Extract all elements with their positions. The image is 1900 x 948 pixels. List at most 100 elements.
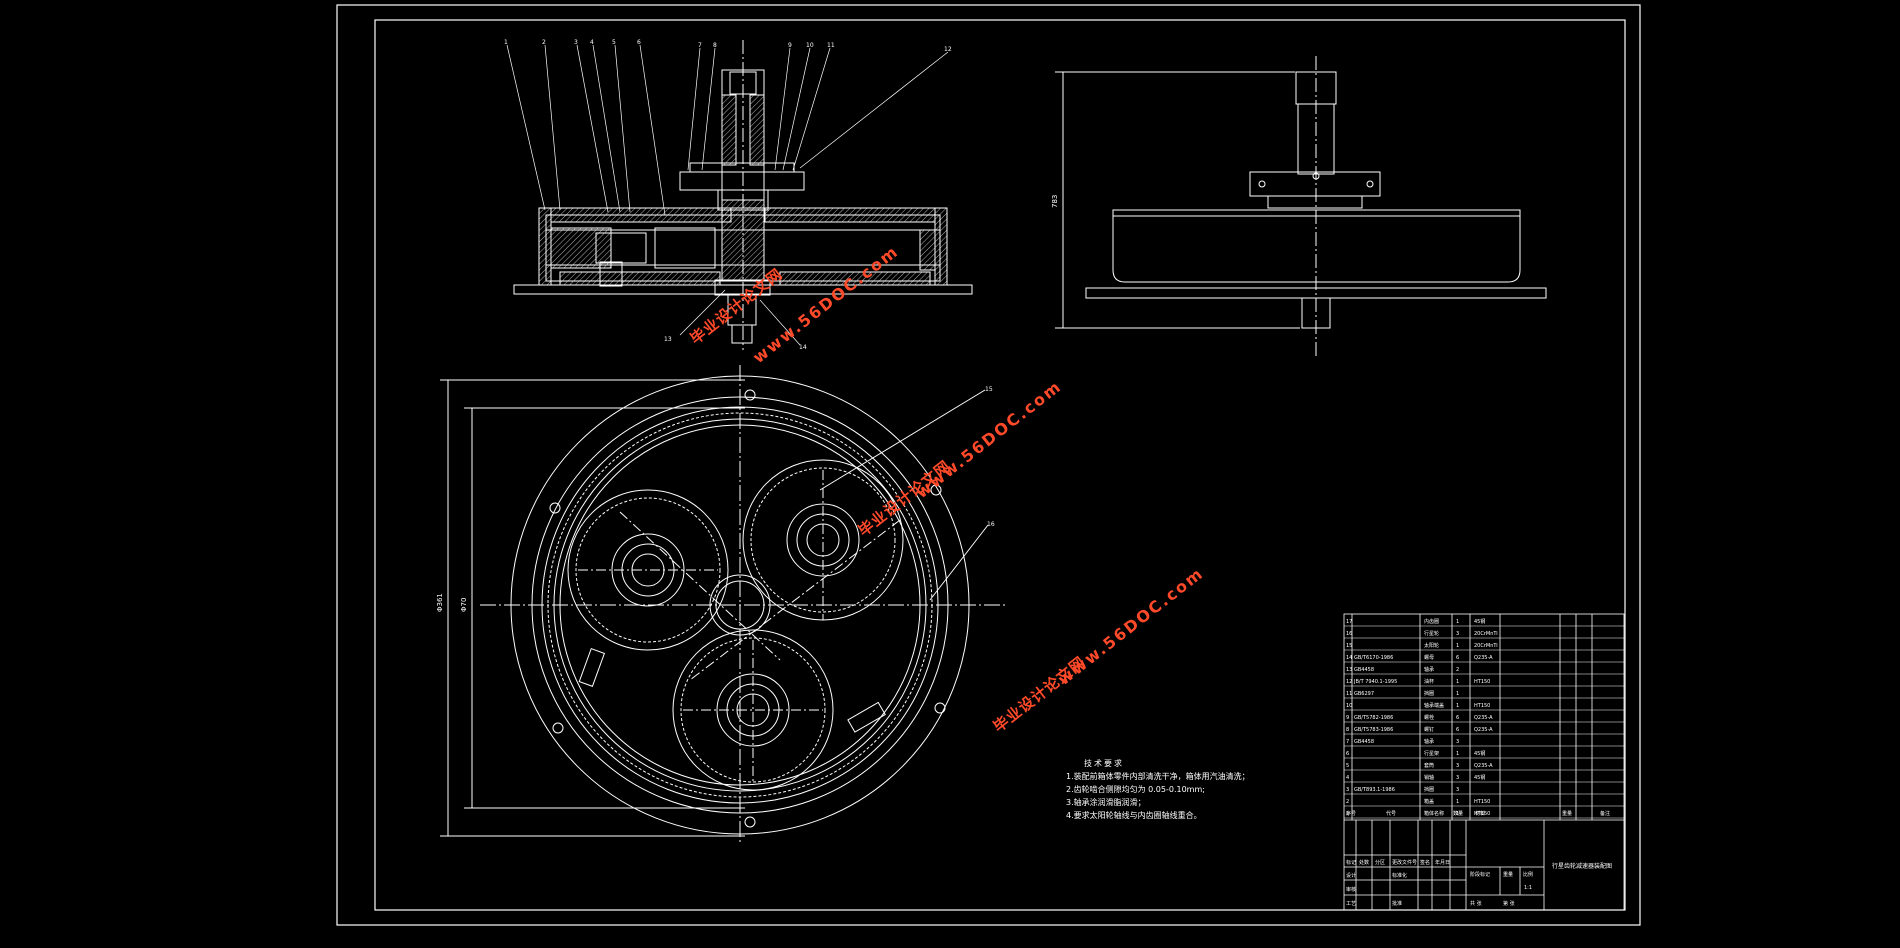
front-section-view xyxy=(513,40,973,350)
bom-table-grid xyxy=(1343,613,1625,911)
bom-cell-qty: 1 xyxy=(1456,703,1459,709)
bom-cell-qty: 3 xyxy=(1456,763,1459,769)
callout-8: 8 xyxy=(713,42,717,49)
bom-cell-name: 内齿圈 xyxy=(1424,618,1439,625)
bom-cell-code: GB4458 xyxy=(1354,739,1374,745)
bom-cell-no: 7 xyxy=(1346,739,1349,745)
bom-cell-no: 16 xyxy=(1346,631,1352,637)
tb-label-change: 更改文件号 xyxy=(1392,859,1417,866)
callout-leaders xyxy=(506,44,949,346)
bom-cell-name: 箱体 xyxy=(1424,810,1434,817)
bom-cell-name: 螺母 xyxy=(1424,654,1434,661)
bom-cell-code: GB/T5782-1986 xyxy=(1354,715,1393,721)
bom-cell-qty: 1 xyxy=(1456,643,1459,649)
bom-cell-qty: 1 xyxy=(1456,751,1459,757)
bom-cell-code: GB/T5783-1986 xyxy=(1354,727,1393,733)
bom-cell-material: Q235-A xyxy=(1474,655,1493,661)
bom-cell-no: 12 xyxy=(1346,679,1352,685)
bom-cell-code: GB4458 xyxy=(1354,667,1374,673)
bom-cell-material: 45钢 xyxy=(1474,774,1485,781)
bom-cell-qty: 6 xyxy=(1456,715,1459,721)
tb-label-approve: 批准 xyxy=(1392,900,1402,907)
tech-requirements: 技术要求 1.装配前箱体零件内部清洗干净，箱体用汽油清洗； 2.齿轮啮合侧隙均匀… xyxy=(1066,757,1250,822)
bom-cell-qty: 3 xyxy=(1456,787,1459,793)
bom-cell-no: 4 xyxy=(1346,775,1349,781)
bom-cell-name: 轴承端盖 xyxy=(1424,702,1444,709)
tb-label-design: 设计 xyxy=(1346,872,1356,879)
tb-label-date: 年月日 xyxy=(1435,859,1450,866)
bom-cell-material: HT150 xyxy=(1474,703,1490,709)
tb-label-total-sheets: 共 张 xyxy=(1470,900,1482,907)
bom-cell-material: 20CrMnTi xyxy=(1474,631,1498,637)
bom-cell-name: 油杯 xyxy=(1424,678,1434,685)
bom-cell-no: 14 xyxy=(1346,655,1352,661)
bom-cell-qty: 1 xyxy=(1456,619,1459,625)
bom-cell-no: 13 xyxy=(1346,667,1352,673)
bom-cell-qty: 1 xyxy=(1456,691,1459,697)
dim-inner-diameter: Φ70 xyxy=(460,598,468,612)
bom-cell-qty: 2 xyxy=(1456,667,1459,673)
bom-cell-name: 太阳轮 xyxy=(1424,642,1439,649)
bom-cell-name: 行星架 xyxy=(1424,750,1439,757)
callout-4: 4 xyxy=(590,39,594,46)
bom-cell-material: 20CrMnTi xyxy=(1474,643,1498,649)
callout-6: 6 xyxy=(637,39,641,46)
bom-cell-material: HT150 xyxy=(1474,679,1490,685)
tb-label-sign: 签名 xyxy=(1420,859,1430,866)
bom-header-weight: 重量 xyxy=(1562,810,1572,817)
plan-view xyxy=(440,365,1005,845)
bom-cell-no: 10 xyxy=(1346,703,1352,709)
bom-cell-material: Q235-A xyxy=(1474,763,1493,769)
dim-height: 783 xyxy=(1051,195,1059,208)
bom-cell-name: 轴承 xyxy=(1424,738,1434,745)
tb-label-review: 审核 xyxy=(1346,886,1356,893)
bom-cell-qty: 1 xyxy=(1456,679,1459,685)
callout-16: 16 xyxy=(987,521,995,528)
bom-cell-material: Q235-A xyxy=(1474,727,1493,733)
tb-label-stage: 阶段标记 xyxy=(1470,871,1490,878)
bom-header-remark: 备注 xyxy=(1600,810,1610,817)
tb-label-standard: 标准化 xyxy=(1392,872,1407,879)
bom-cell-name: 轴承 xyxy=(1424,666,1434,673)
sheet-border-inner xyxy=(374,19,1626,911)
bom-cell-name: 挡圈 xyxy=(1424,690,1434,697)
callout-13: 13 xyxy=(664,336,672,343)
callout-9: 9 xyxy=(788,42,792,49)
bom-cell-name: 螺栓 xyxy=(1424,714,1434,721)
callout-11: 11 xyxy=(827,42,835,49)
tech-requirement-4: 4.要求太阳轮轴线与内齿圈轴线重合。 xyxy=(1066,811,1202,820)
tech-requirement-3: 3.轴承涂润滑脂润滑； xyxy=(1066,798,1146,807)
bom-cell-no: 17 xyxy=(1346,619,1352,625)
bom-cell-no: 2 xyxy=(1346,799,1349,805)
callout-15: 15 xyxy=(985,386,993,393)
bom-cell-qty: 1 xyxy=(1456,811,1459,817)
bom-cell-no: 9 xyxy=(1346,715,1349,721)
bom-cell-name: 销轴 xyxy=(1424,774,1434,781)
callout-1: 1 xyxy=(504,39,508,46)
bom-cell-code: GB/T893.1-1986 xyxy=(1354,787,1395,793)
callout-numbers: 1 2 3 4 5 6 7 8 9 10 11 12 13 14 15 16 xyxy=(504,39,995,528)
sheet-border-outer xyxy=(336,4,1641,926)
bom-cell-no: 6 xyxy=(1346,751,1349,757)
bom-cell-qty: 3 xyxy=(1456,631,1459,637)
bom-header-qty: 数量 xyxy=(1453,810,1463,817)
callout-12: 12 xyxy=(944,46,952,53)
tech-requirements-heading: 技术要求 xyxy=(1084,759,1124,768)
bom-cell-no: 1 xyxy=(1346,811,1349,817)
bom-header-name: 名称 xyxy=(1434,810,1444,817)
tb-label-sheet-no: 第 张 xyxy=(1503,900,1515,907)
bom-cell-no: 5 xyxy=(1346,763,1349,769)
tech-requirement-1: 1.装配前箱体零件内部清洗干净，箱体用汽油清洗； xyxy=(1066,772,1250,781)
bom-cell-qty: 6 xyxy=(1456,727,1459,733)
tb-label-process: 工艺 xyxy=(1346,901,1356,907)
bom-header-material: 材料 xyxy=(1475,810,1485,817)
bom-cell-name: 行星轮 xyxy=(1424,630,1439,637)
bom-cell-qty: 1 xyxy=(1456,799,1459,805)
callout-7: 7 xyxy=(698,42,702,49)
callout-3: 3 xyxy=(574,39,578,46)
tb-label-weight: 重量 xyxy=(1503,871,1513,878)
bom-cell-material: 45钢 xyxy=(1474,618,1485,625)
tb-label-scale: 比例 xyxy=(1523,871,1533,878)
